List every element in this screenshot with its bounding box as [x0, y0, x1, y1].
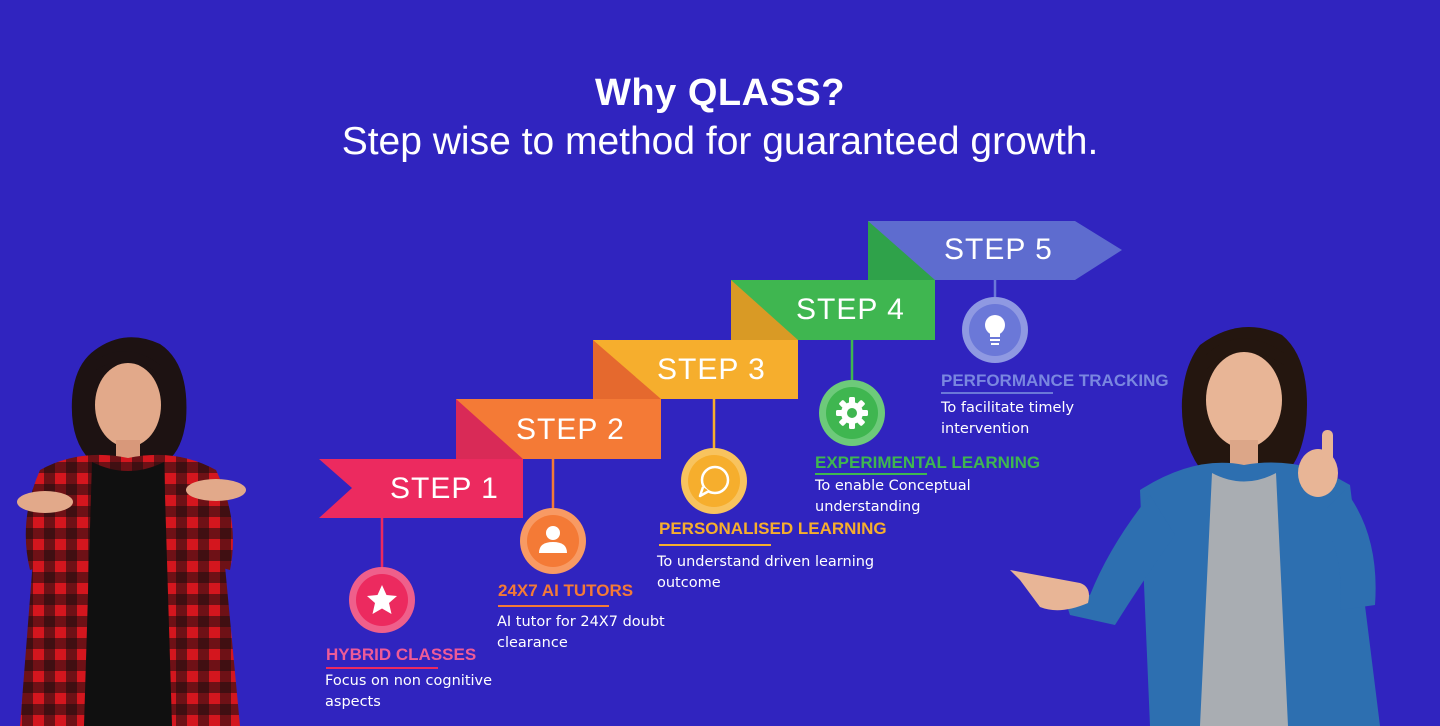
feature-title-ai-tutors: 24X7 AI TUTORS — [498, 581, 634, 600]
feature-title-hybrid: HYBRID CLASSES — [326, 645, 477, 664]
lightbulb-icon — [962, 297, 1028, 363]
feature-title-performance: PERFORMANCE TRACKING — [941, 371, 1169, 390]
feature-desc-performance: To facilitate timely intervention — [941, 400, 1075, 437]
user-icon — [520, 508, 586, 574]
feature-title-personalised: PERSONALISED LEARNING — [659, 519, 887, 538]
feature-desc-experimental: To enable Conceptual understanding — [815, 478, 971, 515]
step-5-label: STEP 5 — [944, 233, 1053, 266]
step-1-ribbon — [319, 459, 523, 518]
chat-bubble-icon — [681, 448, 747, 514]
feature-underline — [941, 392, 1053, 394]
step-5-ribbon — [868, 221, 1122, 290]
step-4-ribbon — [731, 280, 935, 350]
feature-underline — [326, 667, 438, 669]
feature-desc-hybrid: Focus on non cognitive aspects — [325, 673, 493, 710]
gear-icon — [819, 380, 885, 446]
girl-left-image — [17, 337, 246, 726]
step-2-label: STEP 2 — [516, 413, 625, 446]
step-4-label: STEP 4 — [796, 293, 905, 326]
step-3-ribbon — [593, 340, 798, 409]
step-3-label: STEP 3 — [657, 353, 766, 386]
feature-desc-ai-tutors: AI tutor for 24X7 doubt clearance — [497, 614, 665, 651]
girl-right-image — [1010, 327, 1380, 726]
hero-title: Why QLASS? — [595, 72, 845, 114]
step-1-label: STEP 1 — [390, 472, 499, 505]
feature-underline — [815, 473, 927, 475]
feature-title-experimental: EXPERIMENTAL LEARNING — [815, 453, 1041, 472]
feature-underline — [659, 544, 771, 546]
step-2-ribbon — [456, 399, 661, 469]
star-icon — [349, 567, 415, 633]
feature-desc-personalised: To understand driven learning outcome — [657, 554, 875, 591]
feature-underline — [498, 605, 609, 607]
hero-subtitle: Step wise to method for guaranteed growt… — [341, 120, 1099, 163]
